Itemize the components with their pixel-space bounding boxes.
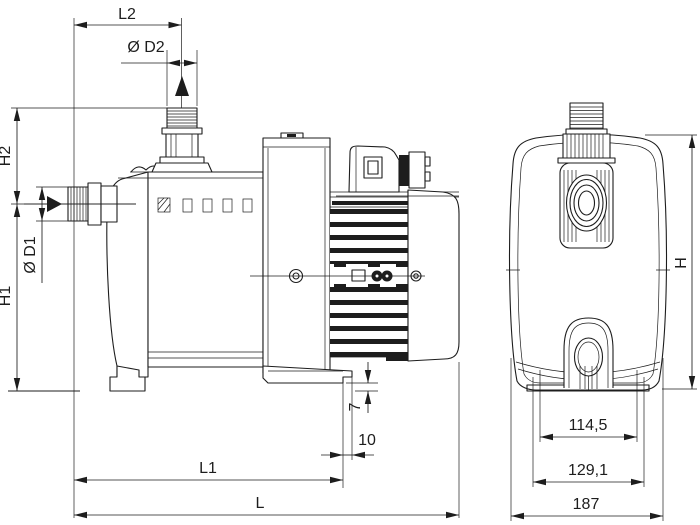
front-drain-arch xyxy=(563,317,614,391)
dim-label-foot-offset: 10 xyxy=(358,432,376,449)
dim-label-H2: H2 xyxy=(0,146,14,167)
dim-label-D1: Ø D1 xyxy=(22,236,39,273)
dim-label-H1: H1 xyxy=(0,286,14,307)
flow-direction-up-arrow xyxy=(175,76,189,96)
front-view: H 114,5 129,1 187 xyxy=(506,102,697,521)
front-discharge-port xyxy=(557,102,616,164)
dim-label-L1: L1 xyxy=(199,460,217,477)
motor-screw-icon xyxy=(410,270,422,282)
dim-label-H: H xyxy=(673,257,690,269)
side-view-dimensions: L2 Ø D2 H2 Ø D1 H1 xyxy=(0,6,460,519)
plug-socket xyxy=(363,156,383,179)
flow-direction-right-arrow xyxy=(47,196,62,212)
front-view-dimensions: H 114,5 129,1 187 xyxy=(510,134,697,521)
motor-lantern xyxy=(262,132,331,374)
pump-body xyxy=(147,171,264,368)
dim-label-base-width-inner: 114,5 xyxy=(569,417,608,434)
side-view: L2 Ø D2 H2 Ø D1 H1 xyxy=(0,6,460,519)
motor xyxy=(250,189,460,362)
dim-label-L2: L2 xyxy=(118,6,136,23)
vent-slots xyxy=(157,197,253,213)
dim-label-L: L xyxy=(256,495,265,512)
dim-label-base-width-outer: 129,1 xyxy=(568,462,608,479)
motor-rear-cover xyxy=(407,189,460,362)
pump-housing xyxy=(106,165,264,378)
cable-connector xyxy=(399,155,409,186)
discharge-port xyxy=(151,107,213,173)
drain-plug xyxy=(573,337,604,377)
terminal-box xyxy=(336,145,459,197)
front-foot xyxy=(109,365,146,392)
dim-label-D2: Ø D2 xyxy=(127,39,164,56)
dim-label-overall-depth: 187 xyxy=(573,496,600,513)
dim-label-foot-gap: 7 xyxy=(347,402,364,411)
rear-foot xyxy=(262,365,353,384)
front-union-boss xyxy=(559,162,614,249)
